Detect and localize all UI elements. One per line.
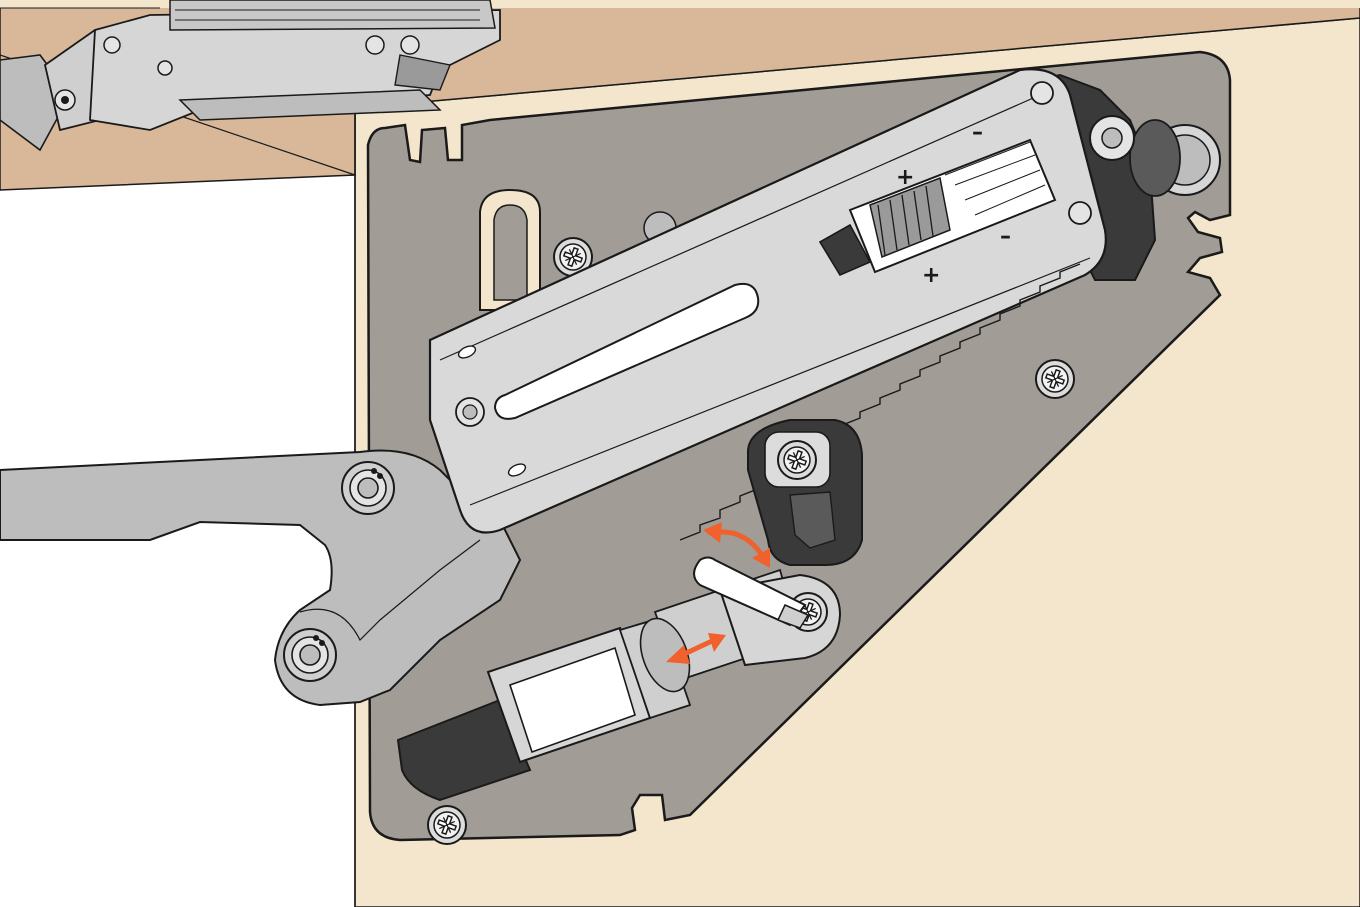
phillips-screw-icon <box>1035 359 1075 399</box>
adjustment-screwdriver-icon <box>693 556 810 629</box>
arm-pivot-upper <box>341 461 395 515</box>
spring-cylinder <box>818 138 1057 277</box>
notch-scale <box>679 263 1081 541</box>
plus-mark-lower: + <box>922 263 940 288</box>
plus-mark-upper: + <box>896 165 914 190</box>
lift-arm <box>0 449 522 707</box>
top-hinge-assembly <box>0 0 501 152</box>
arm-pivot-lower <box>283 628 337 682</box>
adjustment-slot <box>493 282 760 420</box>
rotation-arrow-icon <box>703 522 770 568</box>
phillips-screw-icon <box>427 805 467 845</box>
minus-mark-upper: – <box>972 120 983 145</box>
double-arrow-icon <box>666 633 726 664</box>
phillips-screw-icon <box>777 440 817 480</box>
minus-mark-lower: – <box>1000 224 1011 249</box>
plastic-clip <box>747 419 863 566</box>
